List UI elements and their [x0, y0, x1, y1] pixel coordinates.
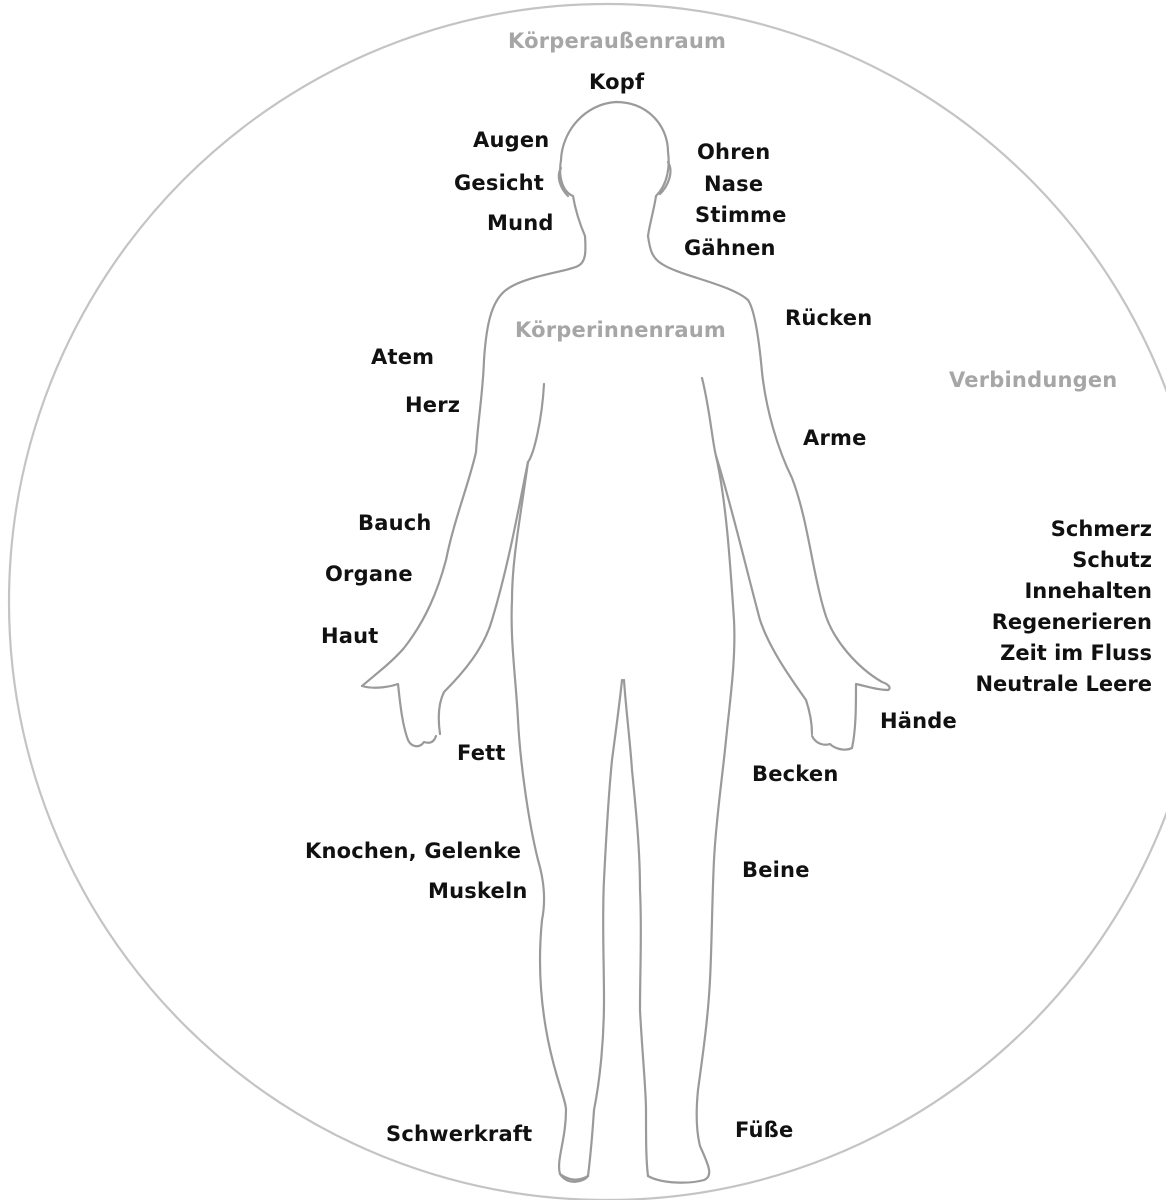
label-knochen-gelenke: Knochen, Gelenke: [305, 839, 521, 863]
connection-item-schutz: Schutz: [975, 545, 1152, 576]
label-fuesse: Füße: [735, 1118, 793, 1142]
left-side-outline: [362, 236, 585, 746]
zone-label-outer: Körperaußenraum: [508, 29, 726, 53]
connections-list: Schmerz Schutz Innehalten Regenerieren Z…: [975, 514, 1152, 700]
left-arm-inner: [439, 384, 544, 734]
label-ohren: Ohren: [697, 140, 770, 164]
connection-item-schmerz: Schmerz: [975, 514, 1152, 545]
label-ruecken: Rücken: [785, 306, 872, 330]
label-becken: Becken: [752, 762, 839, 786]
label-muskeln: Muskeln: [428, 879, 528, 903]
right-leg-outer: [648, 456, 734, 1183]
left-leg-inner: [588, 680, 622, 1176]
zone-label-connections: Verbindungen: [949, 368, 1117, 392]
label-gaehnen: Gähnen: [684, 236, 776, 260]
connection-item-neutrale-leere: Neutrale Leere: [975, 669, 1152, 700]
label-mund: Mund: [487, 211, 554, 235]
right-leg-inner: [624, 680, 648, 1176]
label-atem: Atem: [371, 345, 434, 369]
right-arm-inner: [702, 378, 812, 734]
connection-item-innehalten: Innehalten: [975, 576, 1152, 607]
label-haut: Haut: [321, 624, 379, 648]
connection-item-regenerieren: Regenerieren: [975, 607, 1152, 638]
label-haende: Hände: [880, 709, 957, 733]
label-beine: Beine: [742, 858, 810, 882]
label-augen: Augen: [473, 128, 549, 152]
label-kopf: Kopf: [589, 70, 644, 94]
left-leg-outer: [512, 462, 588, 1182]
label-schwerkraft: Schwerkraft: [386, 1122, 532, 1146]
zone-label-inner: Körperinnenraum: [515, 318, 726, 342]
label-gesicht: Gesicht: [454, 171, 544, 195]
label-fett: Fett: [457, 741, 506, 765]
label-herz: Herz: [405, 393, 460, 417]
label-organe: Organe: [325, 562, 413, 586]
human-body-outline: [362, 102, 890, 1183]
label-nase: Nase: [704, 172, 763, 196]
head-outline: [560, 102, 669, 236]
label-arme: Arme: [803, 426, 867, 450]
connection-item-zeit-im-fluss: Zeit im Fluss: [975, 638, 1152, 669]
label-bauch: Bauch: [358, 511, 432, 535]
label-stimme: Stimme: [695, 203, 787, 227]
